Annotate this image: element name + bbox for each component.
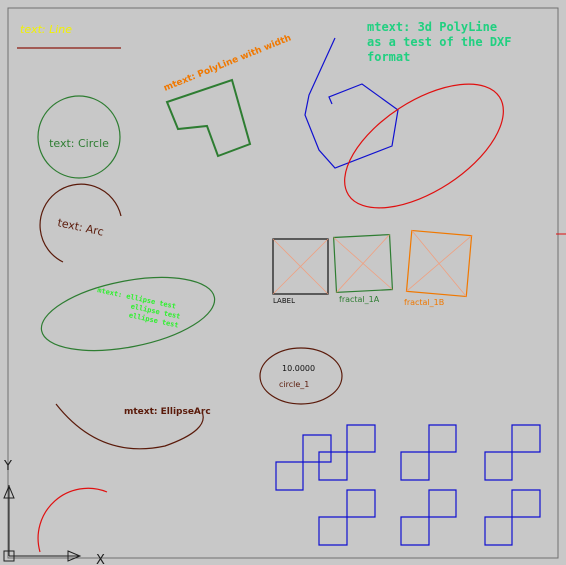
step-pattern-1a [275, 434, 332, 491]
block-label-diag2 [272, 238, 329, 295]
block-label-box [272, 238, 329, 295]
fractal-1b-block [405, 229, 473, 298]
red-arc [37, 487, 108, 553]
step-pattern-6 [484, 489, 541, 546]
ucs-x-arrow [67, 550, 82, 562]
ucs-x-label: X [96, 553, 105, 565]
circle-entity [37, 95, 121, 179]
ellipse-arc [55, 403, 204, 450]
mtext-ellipsearc: mtext: EllipseArc [124, 407, 211, 417]
green-ellipse [40, 276, 216, 352]
arc-entity [39, 183, 122, 263]
step-pattern-5 [400, 489, 457, 546]
step-pattern-3 [484, 424, 541, 481]
fractal-1b-diag2 [406, 235, 472, 292]
mtext-3d-polyline-line3: format [367, 50, 410, 64]
fractal-1a-block [332, 233, 394, 294]
text-arc-label: text: Arc [56, 216, 104, 238]
fractal-1a-diag2 [336, 234, 390, 293]
ucs-icon [3, 484, 82, 562]
blue-step-patterns [275, 424, 541, 546]
label-text: LABEL [273, 297, 295, 305]
mtext-3d-polyline-line1: mtext: 3d PolyLine [367, 20, 497, 34]
ucs-y-arrow [3, 484, 15, 499]
text-line-label: text: Line [20, 23, 72, 36]
ucs-origin-box [3, 550, 15, 562]
step-pattern-2 [400, 424, 457, 481]
polyline-with-width [165, 78, 252, 158]
fractal-1a-label: fractal_1A [339, 295, 380, 304]
circle-name-text: circle_1 [279, 380, 309, 389]
mtext-ellipse-group: mtext: ellipse test ellipse test ellipse… [97, 286, 181, 329]
fractal-1b-label: fractal_1B [404, 298, 444, 307]
text-circle-label: text: Circle [49, 137, 109, 150]
mtext-3d-polyline-line2: as a test of the DXF [367, 35, 512, 49]
3d-polyline [304, 37, 399, 169]
drawing-frame [7, 7, 559, 559]
fractal-1a-box [332, 233, 394, 294]
mtext-polyline-width: mtext: PolyLine with width [162, 33, 292, 93]
circle-value-text: 10.0000 [282, 364, 315, 373]
step-pattern-1b [318, 424, 376, 481]
fractal-1b-box [405, 229, 473, 298]
red-ellipse [344, 83, 504, 209]
brown-ellipse [259, 347, 343, 405]
ucs-y-label: Y [3, 459, 12, 474]
step-pattern-4 [318, 489, 376, 546]
